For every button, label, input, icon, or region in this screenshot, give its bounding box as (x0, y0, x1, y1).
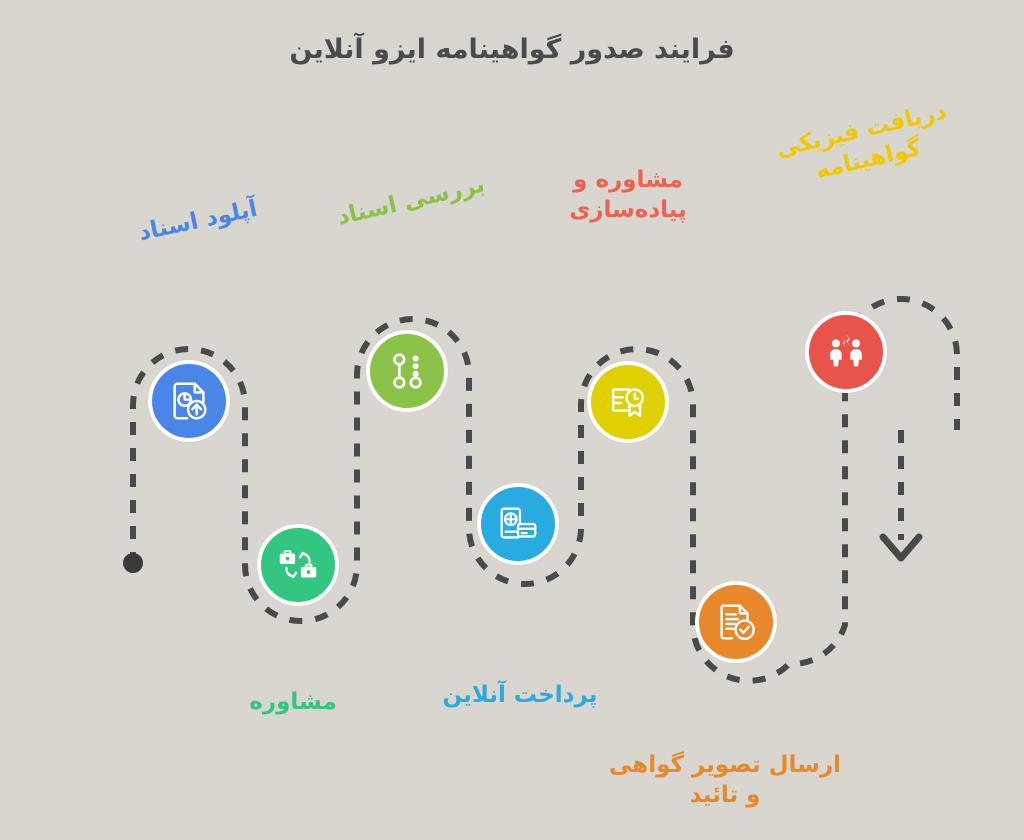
people-spark-icon (823, 329, 869, 375)
step-node-send-certificate-image[interactable] (695, 581, 777, 663)
briefcase-exchange-icon (275, 542, 321, 588)
step-label-consultation: مشاوره (249, 689, 337, 715)
step-node-upload-documents[interactable] (148, 360, 230, 442)
step-label-review-documents: بررسی اسناد (334, 171, 488, 231)
end-arrow (879, 533, 923, 562)
step-label-send-certificate-image: ارسال تصویر گواهی و تائید (609, 752, 841, 809)
page-title: فرایند صدور گواهینامه ایزو آنلاین (289, 34, 735, 65)
start-dot (123, 553, 143, 573)
card-payment-icon (495, 501, 541, 547)
document-upload-icon (166, 378, 212, 424)
step-label-physical-certificate: دریافت فیزیکی گواهینامه (773, 98, 950, 185)
workflow-nodes-icon (384, 348, 430, 394)
step-node-consultation[interactable] (257, 524, 339, 606)
certificate-award-icon (605, 379, 651, 425)
step-label-consulting-implementation: مشاوره و پیاده‌سازی (569, 167, 687, 224)
step-node-physical-certificate[interactable] (805, 311, 887, 393)
step-node-review-documents[interactable] (366, 330, 448, 412)
step-node-online-payment[interactable] (477, 483, 559, 565)
step-label-upload-documents: آپلود اسناد (136, 195, 260, 247)
step-label-online-payment: پرداخت آنلاین (442, 682, 598, 708)
step-node-consulting-implementation[interactable] (587, 361, 669, 443)
document-verified-icon (713, 599, 759, 645)
